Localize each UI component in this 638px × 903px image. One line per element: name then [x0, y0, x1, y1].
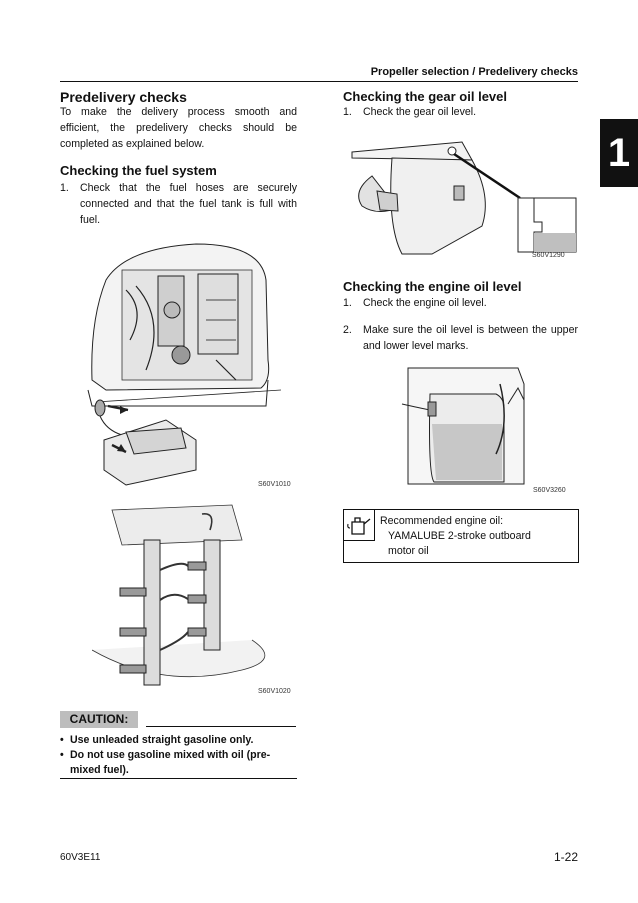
- engine-step-1-number: 1.: [343, 297, 352, 309]
- caution-label: CAUTION:: [60, 711, 138, 728]
- caution-item: • Do not use gasoline mixed with oil (pr…: [60, 748, 298, 778]
- figure-code-fuel-system: S60V1010: [258, 481, 291, 488]
- engine-step-2-number: 2.: [343, 324, 352, 336]
- caution-list: • Use unleaded straight gasoline only. •…: [60, 733, 298, 778]
- intro-paragraph: To make the delivery process smooth and …: [60, 106, 297, 150]
- engine-step-2: 2. Make sure the oil level is between th…: [343, 322, 578, 354]
- heading-gear-oil: Checking the gear oil level: [343, 89, 507, 104]
- heading-engine-oil: Checking the engine oil level: [343, 279, 522, 294]
- gear-step-text: Check the gear oil level.: [363, 106, 477, 118]
- bullet-icon: •: [60, 749, 64, 761]
- header-rule: [60, 81, 578, 82]
- figure-fuel-hoses: S60V1020: [92, 500, 297, 700]
- engine-step-2-text: Make sure the oil level is between the u…: [363, 324, 578, 352]
- caution-item-text: Do not use gasoline mixed with oil (pre-…: [70, 749, 271, 776]
- note-text: Recommended engine oil: YAMALUBE 2-strok…: [380, 514, 531, 559]
- gear-step-number: 1.: [343, 106, 352, 118]
- recommended-oil-note: Recommended engine oil: YAMALUBE 2-strok…: [343, 509, 579, 563]
- caution-end-rule: [60, 778, 297, 779]
- running-header: Propeller selection / Predelivery checks: [370, 66, 578, 78]
- engine-step-1-text: Check the engine oil level.: [363, 297, 487, 309]
- note-line-2: YAMALUBE 2-stroke outboard: [388, 530, 531, 542]
- fuel-step-1: 1. Check that the fuel hoses are securel…: [60, 180, 297, 228]
- oil-can-icon: [344, 510, 375, 541]
- engine-step-1: 1. Check the engine oil level.: [343, 295, 578, 311]
- caution-rule: [146, 726, 296, 727]
- page-number: 1-22: [553, 850, 578, 864]
- note-line-3: motor oil: [388, 545, 429, 557]
- figure-engine-oil: S60V3260: [400, 364, 578, 499]
- figure-gear-oil: S60V1290: [342, 136, 578, 264]
- gear-step-1: 1. Check the gear oil level.: [343, 104, 578, 120]
- bullet-icon: •: [60, 734, 64, 746]
- fuel-step-number: 1.: [60, 182, 69, 194]
- fuel-step-text: Check that the fuel hoses are securely c…: [80, 182, 297, 226]
- caution-item-text: Use unleaded straight gasoline only.: [70, 734, 254, 746]
- figure-code-engine-oil: S60V3260: [533, 487, 566, 494]
- section-heading-predelivery: Predelivery checks: [60, 89, 187, 105]
- figure-code-gear-oil: S60V1290: [532, 252, 565, 259]
- chapter-tab: 1: [600, 119, 638, 187]
- footer-doc-code: 60V3E11: [60, 852, 101, 863]
- note-line-1: Recommended engine oil:: [380, 515, 504, 527]
- figure-code-fuel-hoses: S60V1020: [258, 688, 291, 695]
- figure-fuel-system: S60V1010: [86, 240, 296, 495]
- caution-item: • Use unleaded straight gasoline only.: [60, 733, 298, 748]
- heading-fuel-system: Checking the fuel system: [60, 163, 217, 178]
